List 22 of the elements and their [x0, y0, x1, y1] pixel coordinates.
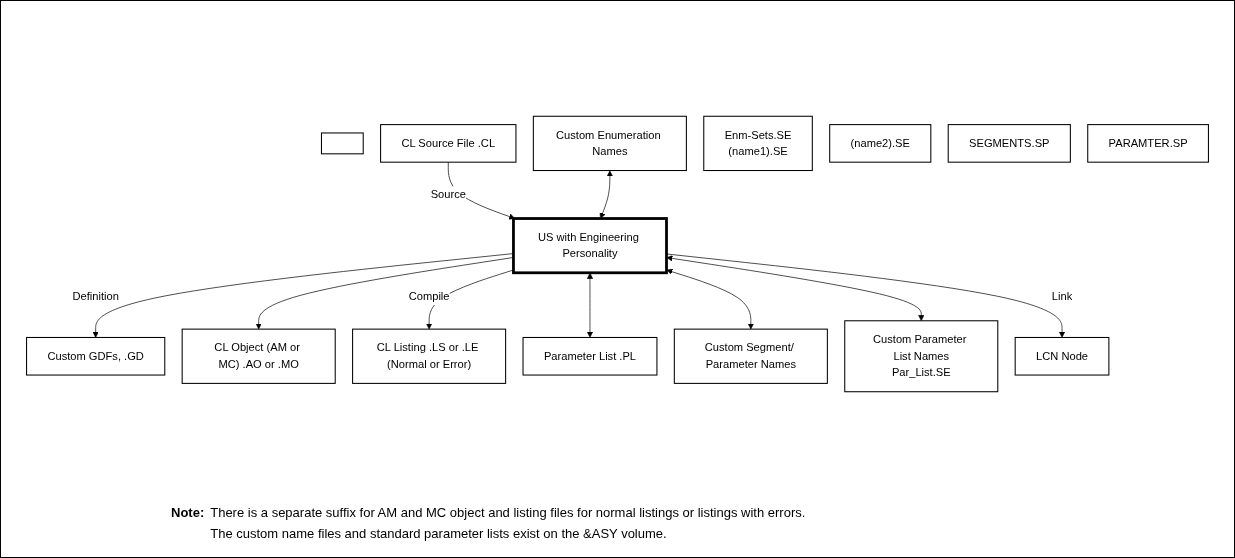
node-box: Custom GDFs, .GD [26, 336, 166, 376]
node-box: Enm-Sets.SE (name1).SE [703, 115, 813, 172]
node-box: Custom Parameter List Names Par_List.SE [844, 320, 999, 393]
node-box: Custom Enumeration Names [532, 115, 687, 172]
node-box [320, 132, 364, 155]
node-box: US with Engineering Personality [512, 217, 668, 275]
node-box: LCN Node [1014, 336, 1110, 376]
note-text: There is a separate suffix for AM and MC object and listing files for normal listings or listings with errors. [210, 505, 806, 520]
node-box: SEGMENTS.SP [947, 124, 1071, 163]
node-box: (name2).SE [829, 124, 932, 163]
node-box: PARAMTER.SP [1087, 124, 1209, 163]
node-box: Parameter List .PL [522, 336, 658, 376]
node-box: Custom Segment/ Parameter Names [673, 328, 828, 384]
note-text: The custom name files and standard parameter lists exist on the &ASY volume. [210, 526, 668, 541]
node-box: CL Object (AM or MC) .AO or .MO [181, 328, 336, 384]
edge-label: Link [1051, 290, 1073, 303]
node-box: CL Listing .LS or .LE (Normal or Error) [352, 328, 507, 384]
edge-label: Source [430, 188, 466, 201]
edge-label: Compile [408, 290, 450, 303]
note-heading: Note: [171, 505, 205, 522]
edge-label: Definition [72, 290, 119, 303]
node-box: CL Source File .CL [380, 124, 517, 163]
